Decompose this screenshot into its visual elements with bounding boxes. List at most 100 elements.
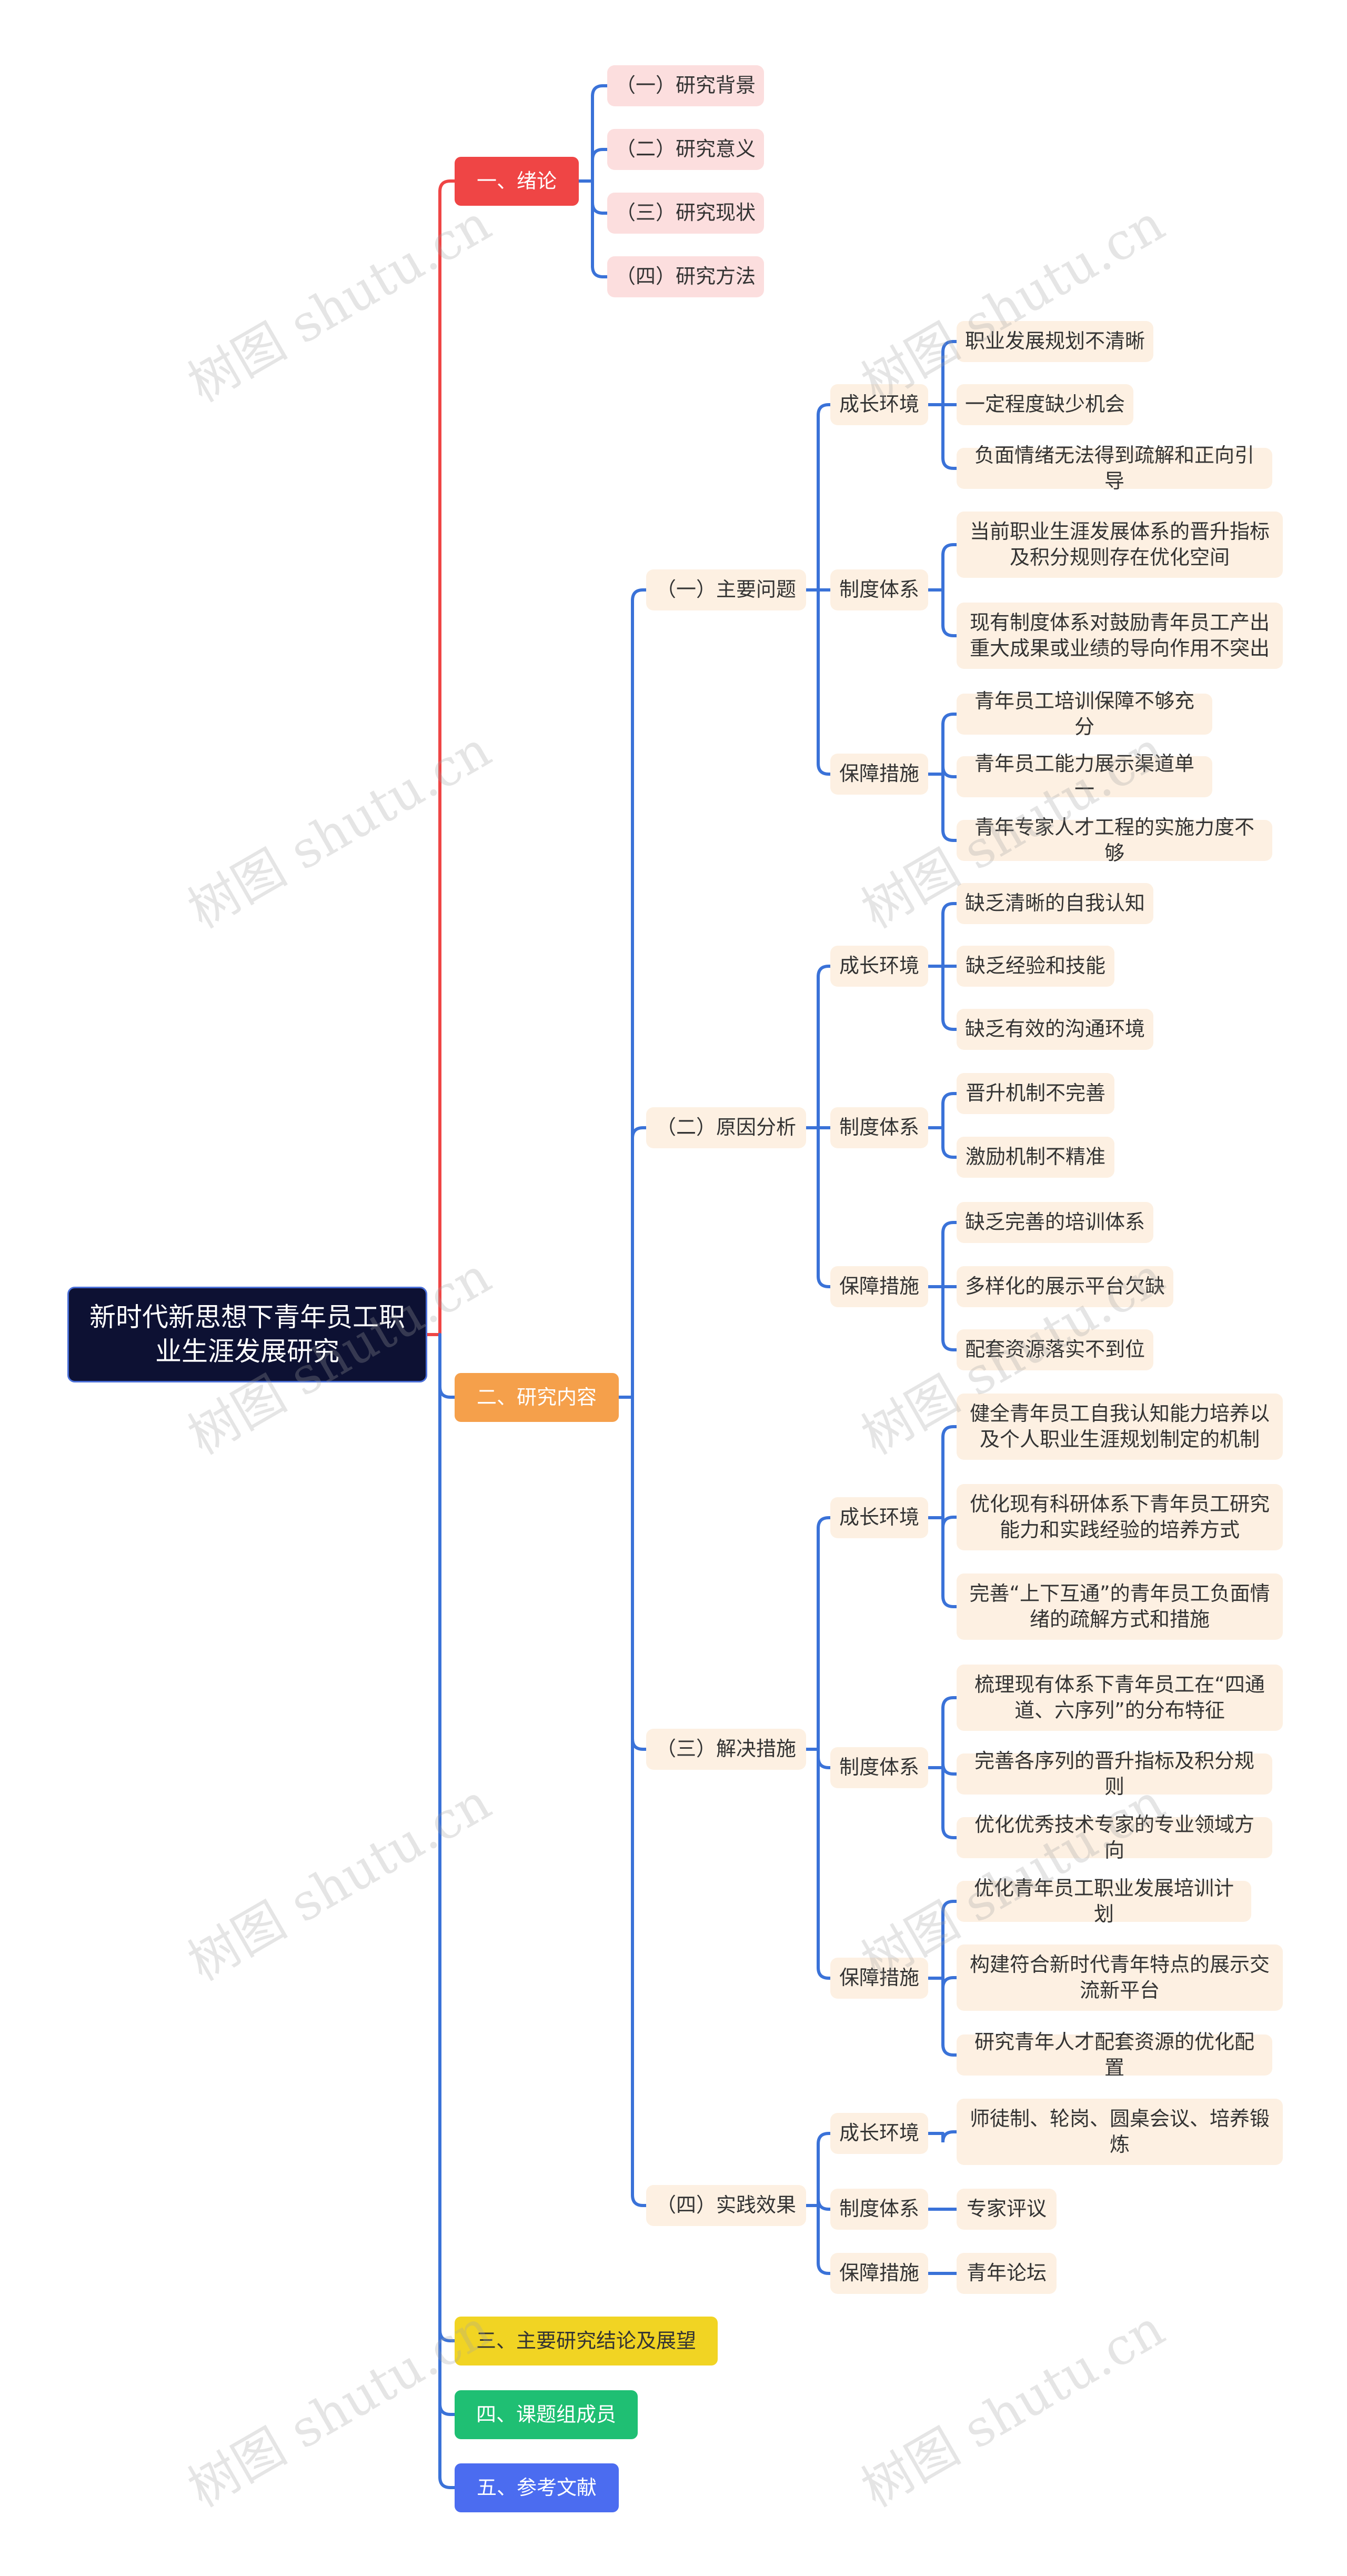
group-safeguard-measures[interactable]: 保障措施: [830, 2253, 928, 2294]
group-institutional-system[interactable]: 制度体系: [830, 1107, 928, 1148]
group-institutional-system[interactable]: 制度体系: [830, 569, 928, 610]
intro-item-status[interactable]: （三）研究现状: [607, 193, 764, 234]
branch-connector: [438, 1333, 456, 2342]
leaf-item[interactable]: 专家评议: [957, 2189, 1057, 2230]
leaves-connector: [941, 713, 958, 776]
leaves-connector: [941, 403, 958, 470]
intro-children-connector: [591, 84, 609, 183]
leaf-item[interactable]: 激励机制不精准: [957, 1137, 1114, 1178]
content-sections-connector: [631, 1126, 648, 1399]
leaf-item[interactable]: 缺乏有效的沟通环境: [957, 1009, 1153, 1050]
leaves-connector: [941, 1516, 958, 1608]
leaf-item[interactable]: 晋升机制不完善: [957, 1073, 1114, 1114]
intro-item-methods[interactable]: （四）研究方法: [607, 256, 764, 297]
leaf-item[interactable]: 缺乏经验和技能: [957, 946, 1114, 987]
groups-connector: [817, 1516, 832, 1751]
leaf-item[interactable]: 职业发展规划不清晰: [957, 321, 1153, 362]
leaves-connector: [941, 965, 958, 1031]
groups-connector: [817, 2198, 832, 2211]
intro-children-connector: [591, 179, 609, 278]
leaf-item[interactable]: 缺乏清晰的自我认知: [957, 883, 1153, 924]
section-practice-effect[interactable]: （四）实践效果: [646, 2185, 806, 2226]
group-institutional-system[interactable]: 制度体系: [830, 2189, 928, 2230]
group-growth-environment[interactable]: 成长环境: [830, 2113, 928, 2154]
leaf-item[interactable]: 健全青年员工自我认知能力培养以及个人职业生涯规划制定的机制: [957, 1394, 1283, 1460]
group-safeguard-measures[interactable]: 保障措施: [830, 754, 928, 795]
section-solutions[interactable]: （三）解决措施: [646, 1729, 806, 1770]
leaves-connector: [941, 1766, 958, 1839]
leaf-item[interactable]: 优化优秀技术专家的专业领域方向: [957, 1813, 1272, 1862]
groups-connector: [817, 1126, 832, 1288]
leaves-connector: [941, 1425, 958, 1519]
root-topic[interactable]: 新时代新思想下青年员工职业生涯发展研究: [67, 1287, 427, 1382]
groups-connector: [817, 2132, 832, 2207]
leaves-connector: [941, 1763, 958, 1776]
leaves-connector: [941, 1900, 958, 1980]
section-main-problems[interactable]: （一）主要问题: [646, 569, 806, 610]
leaf-item[interactable]: 构建符合新时代青年特点的展示交流新平台: [957, 1944, 1283, 2011]
group-safeguard-measures[interactable]: 保障措施: [830, 1266, 928, 1307]
branch-connector: [438, 1333, 456, 1399]
leaves-connector: [941, 1092, 958, 1129]
leaves-connector: [941, 902, 958, 968]
intro-children-connector: [591, 148, 609, 183]
group-growth-environment[interactable]: 成长环境: [830, 1497, 928, 1538]
groups-connector: [817, 588, 832, 776]
branch-research-content[interactable]: 二、研究内容: [455, 1373, 619, 1422]
leaves-connector: [941, 543, 958, 592]
group-safeguard-measures[interactable]: 保障措施: [830, 1958, 928, 1999]
group-institutional-system[interactable]: 制度体系: [830, 1747, 928, 1788]
leaves-connector: [941, 340, 958, 406]
content-sections-connector: [631, 588, 648, 1399]
group-growth-environment[interactable]: 成长环境: [830, 946, 928, 987]
leaf-item[interactable]: 优化青年员工职业发展培训计划: [957, 1877, 1251, 1926]
leaves-connector: [941, 1126, 958, 1159]
intro-children-connector: [591, 179, 609, 215]
leaf-item[interactable]: 梳理现有体系下青年员工在“四通道、六序列”的分布特征: [957, 1665, 1283, 1731]
leaf-item[interactable]: 青年员工能力展示渠道单一: [957, 752, 1212, 801]
section-cause-analysis[interactable]: （二）原因分析: [646, 1107, 806, 1148]
leaves-connector: [941, 2130, 958, 2143]
leaves-connector: [941, 1285, 958, 1351]
leaf-item[interactable]: 负面情绪无法得到疏解和正向引导: [957, 444, 1272, 493]
leaf-item[interactable]: 青年专家人才工程的实施力度不够: [957, 816, 1272, 865]
leaves-connector: [941, 1976, 958, 1989]
branch-connector: [438, 1333, 456, 2416]
group-growth-environment[interactable]: 成长环境: [830, 384, 928, 425]
leaf-item[interactable]: 当前职业生涯发展体系的晋升指标及积分规则存在优化空间: [957, 512, 1283, 578]
branch-intro[interactable]: 一、绪论: [455, 157, 579, 206]
leaf-item[interactable]: 一定程度缺少机会: [957, 384, 1133, 425]
leaf-item[interactable]: 研究青年人才配套资源的优化配置: [957, 2030, 1272, 2079]
groups-connector: [817, 1748, 832, 1980]
leaves-connector: [941, 1221, 958, 1288]
leaf-item[interactable]: 缺乏完善的培训体系: [957, 1202, 1153, 1243]
content-sections-connector: [631, 1396, 648, 2207]
leaf-item[interactable]: 现有制度体系对鼓励青年员工产出重大成果或业绩的导向作用不突出: [957, 603, 1283, 669]
leaf-item[interactable]: 优化现有科研体系下青年员工研究能力和实践经验的培养方式: [957, 1484, 1283, 1550]
leaf-item[interactable]: 完善“上下互通”的青年员工负面情绪的疏解方式和措施: [957, 1573, 1283, 1640]
leaves-connector: [941, 588, 958, 637]
branch-references[interactable]: 五、参考文献: [455, 2463, 619, 2512]
leaf-item[interactable]: 青年员工培训保障不够充分: [957, 689, 1212, 738]
groups-connector: [817, 2204, 832, 2275]
branch-conclusion[interactable]: 三、主要研究结论及展望: [455, 2317, 718, 2365]
leaf-item[interactable]: 多样化的展示平台欠缺: [957, 1266, 1173, 1307]
intro-connector: [438, 179, 456, 1336]
leaves-connector: [941, 1516, 958, 1528]
leaves-connector: [941, 1977, 958, 2057]
groups-connector: [817, 965, 832, 1129]
intro-item-background[interactable]: （一）研究背景: [607, 65, 764, 106]
leaf-item[interactable]: 青年论坛: [957, 2253, 1057, 2294]
content-sections-connector: [631, 1396, 648, 1751]
leaves-connector: [941, 773, 958, 842]
leaf-item[interactable]: 完善各序列的晋升指标及积分规则: [957, 1749, 1272, 1798]
groups-connector: [817, 403, 832, 592]
intro-item-significance[interactable]: （二）研究意义: [607, 129, 764, 170]
leaf-item[interactable]: 配套资源落实不到位: [957, 1329, 1153, 1370]
groups-connector: [817, 1748, 832, 1769]
leaves-connector: [941, 1696, 958, 1769]
branch-members[interactable]: 四、课题组成员: [455, 2390, 638, 2439]
leaf-item[interactable]: 师徒制、轮岗、圆桌会议、培养锻炼: [957, 2099, 1283, 2165]
leaves-connector: [941, 766, 958, 778]
